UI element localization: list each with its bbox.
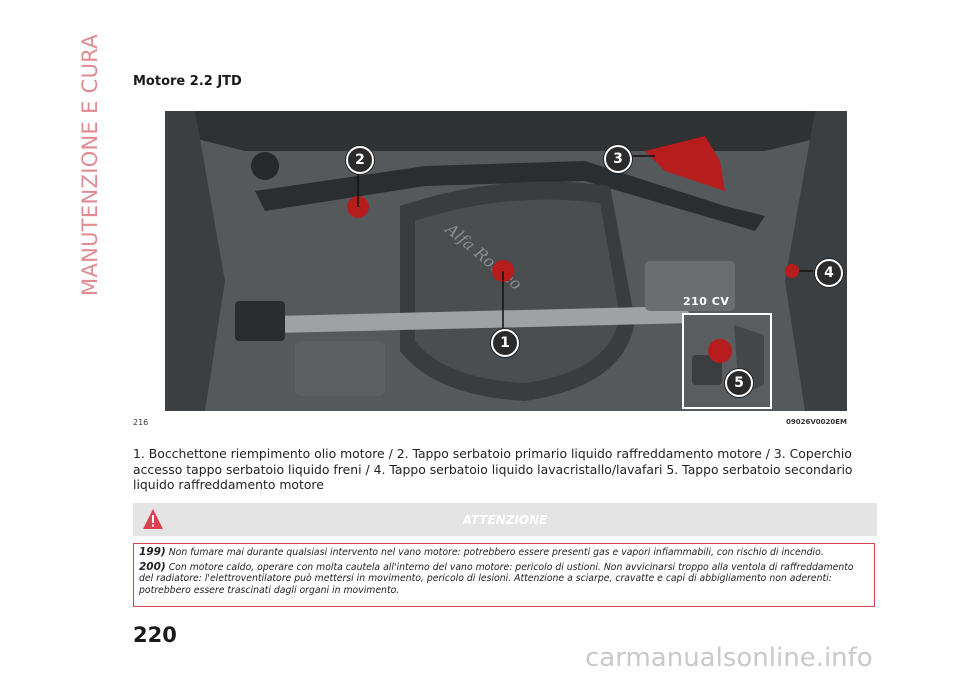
callout-3: 3: [604, 145, 632, 173]
warning-item-number: 199): [139, 546, 166, 558]
callout-5: 5: [725, 369, 753, 397]
warning-item-number: 200): [139, 560, 166, 573]
callout-4: 4: [815, 259, 843, 287]
watermark: carmanualsonline.info: [585, 643, 873, 673]
engine-bay-illustration: Alfa Romeo: [165, 111, 847, 411]
section-heading: Motore 2.2 JTD: [133, 74, 242, 89]
page-number: 220: [133, 623, 177, 647]
callout-1: 1: [491, 329, 519, 357]
warning-body: 199) Non fumare mai durante qualsiasi in…: [133, 543, 875, 607]
inset-label: 210 CV: [683, 295, 730, 308]
warning-item: 199) Non fumare mai durante qualsiasi in…: [139, 546, 868, 559]
figure-number: 216: [133, 418, 149, 427]
warning-item: 200) Con motore caldo, operare con molta…: [139, 560, 868, 597]
figure-caption: 1. Bocchettone riempimento olio motore /…: [133, 446, 853, 493]
section-side-tab: MANUTENZIONE E CURA: [70, 34, 110, 296]
inset-illustration: [684, 315, 770, 407]
warning-header: ATTENZIONE: [133, 503, 877, 536]
warning-title: ATTENZIONE: [462, 513, 548, 527]
warning-item-text: Non fumare mai durante qualsiasi interve…: [168, 547, 824, 558]
warning-item-text: Con motore caldo, operare con molta caut…: [139, 561, 854, 596]
engine-bay-figure: Alfa Romeo 210 CV 1 2 3 4 5: [165, 111, 847, 411]
warning-triangle-icon: [143, 509, 163, 529]
inset-panel: [682, 313, 772, 409]
section-side-label: MANUTENZIONE E CURA: [78, 34, 102, 296]
callout-2: 2: [346, 146, 374, 174]
figure-code: 09026V0020EM: [785, 418, 847, 426]
